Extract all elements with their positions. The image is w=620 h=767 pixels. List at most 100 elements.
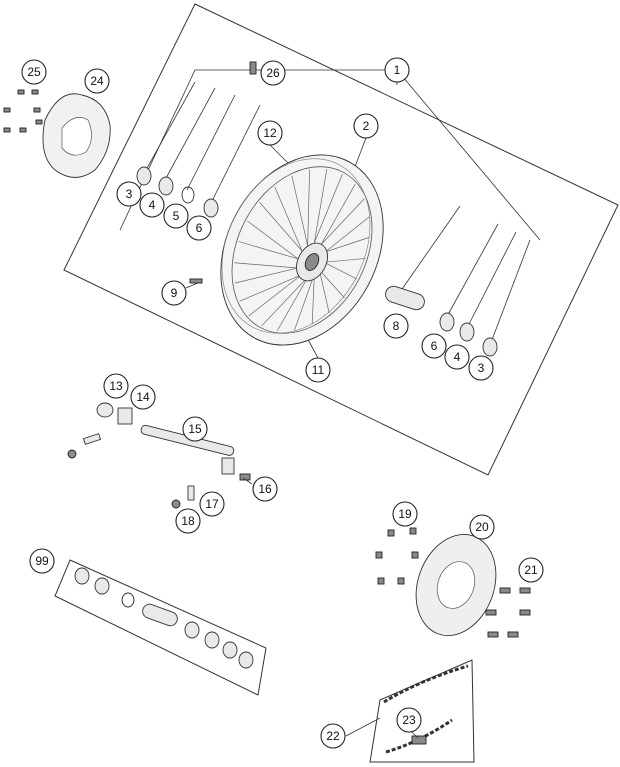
callout-15: 15 [182, 416, 208, 442]
callout-24: 24 [84, 68, 110, 94]
callout-8: 8 [383, 313, 409, 339]
lead-6-left [209, 104, 261, 206]
lead-4-left [164, 87, 216, 181]
svg-text:1: 1 [394, 63, 401, 77]
svg-text:21: 21 [524, 563, 538, 577]
lead-3-left [145, 81, 196, 171]
bearing-right [459, 322, 475, 342]
lead-16 [242, 477, 253, 485]
spoke [291, 175, 310, 254]
nut-13 [96, 402, 114, 418]
spoke [312, 169, 328, 254]
svg-text:99: 99 [35, 554, 49, 568]
svg-text:17: 17 [205, 497, 219, 511]
bearing-left [158, 176, 174, 196]
svg-text:3: 3 [126, 187, 133, 201]
axle-spacer-8 [385, 285, 425, 311]
sprocket [415, 533, 497, 637]
svg-text:4: 4 [149, 198, 156, 212]
svg-text:5: 5 [173, 209, 180, 223]
callout-21: 21 [518, 557, 544, 583]
svg-text:16: 16 [258, 482, 272, 496]
svg-text:25: 25 [27, 65, 41, 79]
lead-5-left [186, 94, 236, 191]
seal-left [136, 166, 152, 186]
spacer-left [203, 198, 219, 218]
lead-4-right [465, 231, 517, 331]
bearing-kit-frame [54, 559, 267, 696]
master-link-23 [411, 735, 427, 745]
svg-text:8: 8 [393, 319, 400, 333]
spoke [307, 169, 310, 257]
callout-11: 11 [305, 357, 331, 383]
sprocket-bolts [485, 587, 531, 638]
svg-text:6: 6 [431, 339, 438, 353]
spoke [259, 202, 308, 258]
bearing-kit-parts [74, 567, 254, 669]
chain-frame [369, 659, 475, 763]
svg-text:14: 14 [136, 390, 150, 404]
lead-6-right [444, 223, 499, 321]
callout-22: 22 [320, 723, 346, 749]
callout-26: 26 [260, 60, 286, 86]
nut-18 [171, 499, 181, 509]
bracket-1-right [396, 69, 541, 241]
svg-text:24: 24 [90, 74, 104, 88]
svg-text:6: 6 [196, 221, 203, 235]
spoke [248, 269, 309, 317]
svg-text:3: 3 [478, 361, 485, 375]
chain [383, 664, 469, 754]
callout-5: 5 [163, 203, 189, 229]
svg-text:2: 2 [363, 119, 370, 133]
callout-4-right: 4 [444, 344, 470, 370]
callout-14: 14 [130, 384, 156, 410]
callout-13: 13 [103, 373, 129, 399]
callout-3-left: 3 [116, 181, 142, 207]
callout-19: 19 [392, 501, 418, 527]
circlip-left [181, 186, 195, 204]
callout-23: 23 [396, 707, 422, 733]
callout-12: 12 [257, 120, 283, 146]
callout-2: 2 [353, 113, 379, 139]
wheel-assembly-frame [63, 3, 619, 476]
svg-text:19: 19 [398, 507, 412, 521]
valve-26 [249, 61, 257, 75]
callout-16: 16 [252, 476, 278, 502]
hub-bore [304, 253, 320, 271]
callout-9: 9 [161, 280, 187, 306]
callout-25: 25 [21, 59, 47, 85]
nut-left [67, 449, 77, 459]
callout-1: 1 [384, 57, 410, 83]
spoke [234, 262, 309, 270]
callout-20: 20 [469, 514, 495, 540]
sprocket-nuts [375, 527, 419, 585]
callout-6-left: 6 [186, 215, 212, 241]
brake-disc [42, 93, 111, 178]
callout-6-right: 6 [421, 333, 447, 359]
rim-edge [221, 158, 371, 334]
nut-16 [239, 473, 251, 481]
lead-22 [345, 717, 381, 737]
bolt-17 [187, 485, 195, 501]
rim-inner [231, 166, 373, 334]
svg-text:26: 26 [266, 66, 280, 80]
spoke [315, 184, 356, 255]
spoke [274, 186, 307, 261]
bolt-9 [189, 278, 203, 284]
svg-text:22: 22 [326, 729, 340, 743]
rear-wheel [220, 154, 384, 346]
svg-text:4: 4 [454, 350, 461, 364]
seal-right [482, 337, 498, 357]
svg-text:11: 11 [312, 363, 325, 377]
callout-4-left: 4 [139, 192, 165, 218]
chain-adjuster-14 [117, 407, 133, 425]
svg-text:23: 23 [402, 713, 416, 727]
callout-17: 17 [199, 491, 225, 517]
spacer-right [439, 312, 455, 332]
svg-text:9: 9 [171, 286, 178, 300]
spoke [309, 173, 343, 254]
svg-text:20: 20 [475, 520, 489, 534]
svg-text:13: 13 [109, 379, 123, 393]
